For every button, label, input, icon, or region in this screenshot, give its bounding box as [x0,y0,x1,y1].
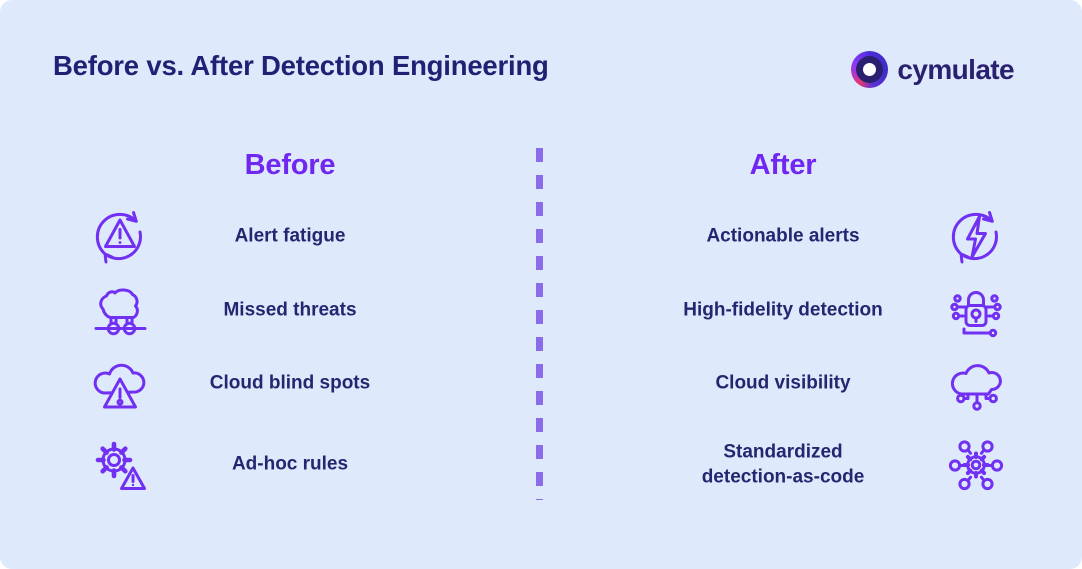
list-item-cloud-blind-spots: Cloud blind spots [60,347,520,421]
item-label: Ad-hoc rules [231,453,349,475]
list-item-cloud-visibility: Cloud visibility [553,347,1013,421]
page-title: Before vs. After Detection Engineering [53,50,549,81]
list-item-missed-threats: Missed threats [60,274,520,348]
item-label: Missed threats [223,299,357,321]
list-item-high-fidelity-detection: High-fidelity detection [553,274,1013,348]
after-column: After Actionable alerts [553,0,1013,569]
cymulate-logo-text: cymulate [897,53,1014,85]
after-heading: After [749,149,817,181]
cymulate-logo: cymulate [851,51,1015,88]
item-label: High-fidelity detection [683,299,883,321]
cloud-network-icon [944,352,1008,416]
bolt-cycle-icon [944,205,1008,269]
item-label: Cloud blind spots [209,372,371,394]
item-label: Actionable alerts [706,225,860,247]
trojan-horse-icon [88,279,152,343]
cymulate-ring-logo-icon [851,51,889,88]
item-label: Cloud visibility [715,372,851,394]
alert-cycle-icon [88,205,152,269]
gear-warning-icon [88,433,152,497]
list-item-alert-fatigue: Alert fatigue [60,200,520,274]
before-column: Before Alert fatigue [60,0,520,569]
list-item-standardized-detection-as-code: Standardized detection-as-code [553,428,1013,502]
list-item-ad-hoc-rules: Ad-hoc rules [60,428,520,502]
before-heading: Before [244,149,336,181]
item-label: Standardized detection-as-code [701,441,865,487]
list-item-actionable-alerts: Actionable alerts [553,200,1013,274]
dashed-divider [536,148,543,500]
cloud-warning-icon [88,352,152,416]
item-label: Alert fatigue [234,225,346,247]
gear-network-icon [944,433,1008,497]
lock-circuit-icon [944,279,1008,343]
